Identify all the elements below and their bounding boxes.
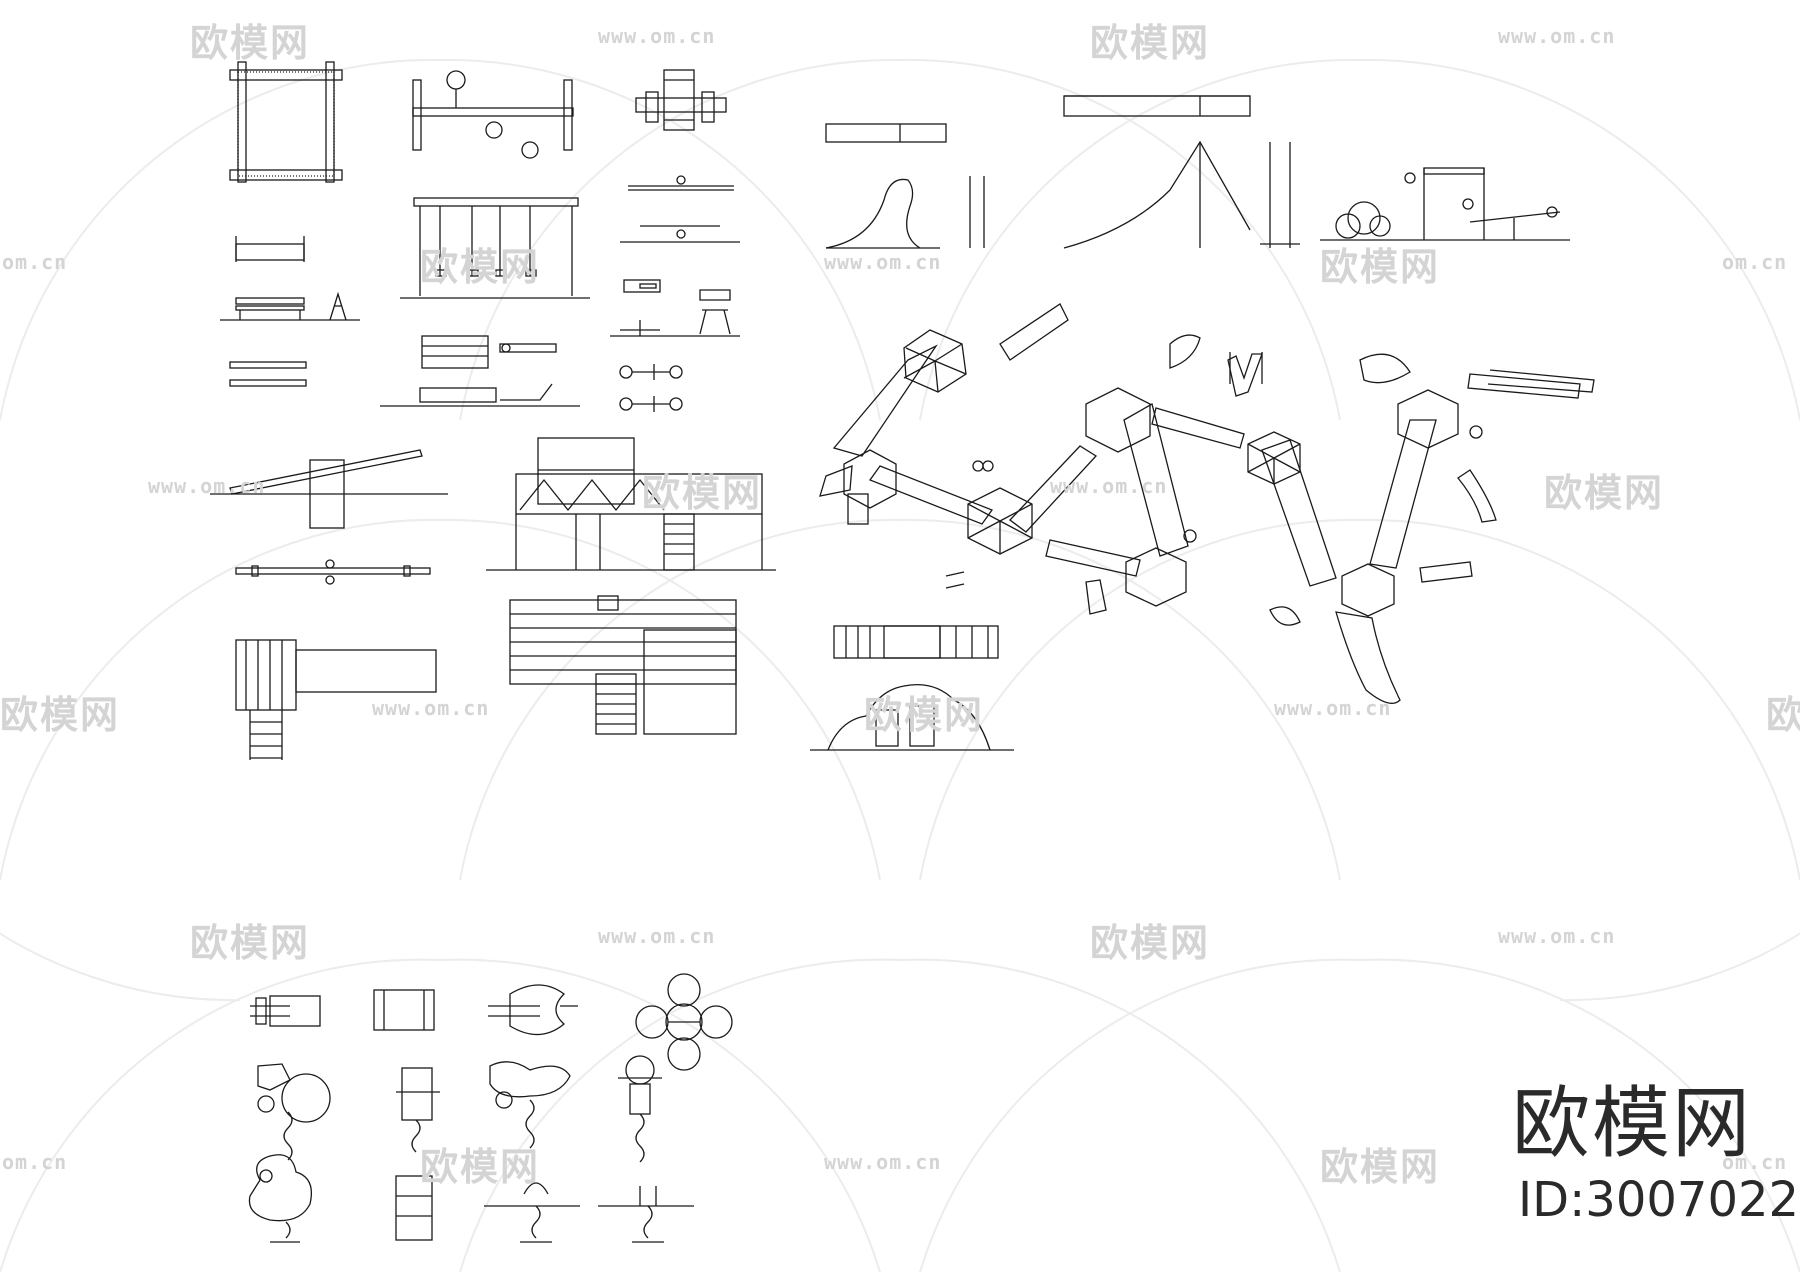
watermark-arcs <box>0 58 1800 1272</box>
watermark-url: www.om.cn <box>1498 24 1616 48</box>
watermark-brand: 欧模网 <box>0 693 121 737</box>
watermark-url: www.om.cn <box>372 696 490 720</box>
slide-plan-elevation <box>825 95 1300 249</box>
watermark-url-short: om.cn <box>2 1150 68 1174</box>
watermark-url: www.om.cn <box>1274 696 1392 720</box>
play-unit-small <box>810 625 1014 751</box>
watermark-url: www.om.cn <box>824 250 942 274</box>
watermark-brand: 欧模网 <box>1090 21 1211 65</box>
watermark-brand: 欧模网 <box>642 471 763 515</box>
slide-house-plan <box>235 639 437 760</box>
spring-bench <box>380 335 580 407</box>
play-network-plan <box>819 303 1595 704</box>
seesaw-elevation <box>412 70 574 159</box>
climber-plan <box>635 69 727 131</box>
watermark-url: www.om.cn <box>1498 924 1616 948</box>
bench <box>220 236 360 387</box>
watermark-url: www.om.cn <box>1050 474 1168 498</box>
watermark-brand: 欧模网 <box>1320 1145 1441 1189</box>
brand-logo-text: 欧模网 <box>1512 1079 1753 1169</box>
watermark-brand: 欧模网 <box>420 245 541 289</box>
watermark-url: www.om.cn <box>824 1150 942 1174</box>
watermark-brand: 欧模网 <box>1090 921 1211 965</box>
play-house-elevation <box>486 437 776 571</box>
deck-plan <box>509 595 737 735</box>
rider-pieces <box>610 279 740 412</box>
watermark-brand: 欧模网 <box>190 21 311 65</box>
watermark-brand: 欧模网 <box>1766 693 1800 737</box>
watermark-url-short: om.cn <box>1722 250 1788 274</box>
watermark-brand: 欧模网 <box>420 1145 541 1189</box>
seesaw-small <box>620 175 740 243</box>
spring-riders <box>248 973 733 1243</box>
watermark-brand: 欧模网 <box>190 921 311 965</box>
watermark-url: www.om.cn <box>598 924 716 948</box>
watermark-brand: 欧模网 <box>1320 245 1441 289</box>
watermark-brand: 欧模网 <box>1544 471 1665 515</box>
long-seesaw <box>210 449 448 585</box>
model-id-label: ID:3007022 <box>1518 1172 1800 1228</box>
people-scene <box>1320 167 1570 241</box>
watermark-brand: 欧模网 <box>864 693 985 737</box>
watermark-url: www.om.cn <box>148 474 266 498</box>
watermark-url-short: om.cn <box>2 250 68 274</box>
watermark-url: www.om.cn <box>598 24 716 48</box>
swing-elevation <box>400 197 590 299</box>
watermark-url-short: om.cn <box>1722 1150 1788 1174</box>
sandbox-plan <box>229 61 343 183</box>
drawing-lines <box>210 61 1595 1243</box>
